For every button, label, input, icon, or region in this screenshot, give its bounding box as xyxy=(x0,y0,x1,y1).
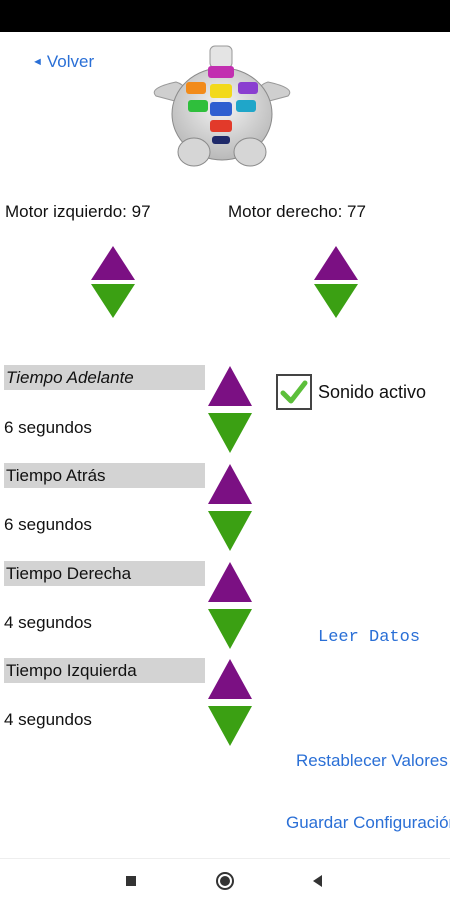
back-button[interactable]: ◄ Volver xyxy=(32,52,94,72)
triangle-down-icon xyxy=(208,609,252,649)
read-data-button[interactable]: Leer Datos xyxy=(318,628,421,647)
time-left-value: 4 segundos xyxy=(4,710,92,729)
time-right-down-button[interactable] xyxy=(208,609,252,649)
navigation-bar xyxy=(0,858,450,901)
triangle-down-icon xyxy=(314,284,358,318)
time-right-up-button[interactable] xyxy=(208,562,252,602)
time-forward-value: 6 segundos xyxy=(4,418,92,437)
status-bar xyxy=(0,0,450,32)
triangle-up-icon xyxy=(314,246,358,280)
home-button[interactable] xyxy=(215,871,235,891)
time-forward-down-button[interactable] xyxy=(208,413,252,453)
triangle-up-icon xyxy=(208,562,252,602)
triangle-up-icon xyxy=(91,246,135,280)
right-motor-label: Motor derecho: 77 xyxy=(228,202,366,221)
back-arrow-icon: ◄ xyxy=(32,55,43,68)
back-label: Volver xyxy=(46,52,95,71)
time-forward-up-button[interactable] xyxy=(208,366,252,406)
triangle-down-icon xyxy=(208,511,252,551)
time-left-down-button[interactable] xyxy=(208,706,252,746)
left-motor-label: Motor izquierdo: 97 xyxy=(5,202,151,221)
sound-label: Sonido activo xyxy=(318,381,427,402)
time-left-up-button[interactable] xyxy=(208,659,252,699)
time-backward-header: Tiempo Atrás xyxy=(4,463,205,488)
right-motor-down-button[interactable] xyxy=(314,284,358,318)
triangle-up-icon xyxy=(208,366,252,406)
triangle-up-icon xyxy=(208,659,252,699)
time-right-value: 4 segundos xyxy=(4,613,92,632)
back-triangle-icon xyxy=(313,875,322,887)
nav-back-button[interactable] xyxy=(308,871,328,891)
circle-icon xyxy=(216,872,234,890)
time-forward-header: Tiempo Adelante xyxy=(4,365,205,390)
time-backward-value: 6 segundos xyxy=(4,515,92,534)
time-backward-up-button[interactable] xyxy=(208,464,252,504)
sound-toggle[interactable]: Sonido activo xyxy=(276,374,426,410)
right-motor-up-button[interactable] xyxy=(314,246,358,280)
left-motor-up-button[interactable] xyxy=(91,246,135,280)
left-motor-down-button[interactable] xyxy=(91,284,135,318)
turtle-robot-image xyxy=(153,45,291,167)
sound-checkbox[interactable] xyxy=(276,374,312,410)
triangle-down-icon xyxy=(208,706,252,746)
reset-values-button[interactable]: Restablecer Valores xyxy=(296,751,448,770)
save-config-button[interactable]: Guardar Configuración xyxy=(286,813,450,832)
recents-button[interactable] xyxy=(121,871,141,891)
time-left-header: Tiempo Izquierda xyxy=(4,658,205,683)
checkmark-icon xyxy=(280,380,308,404)
triangle-down-icon xyxy=(91,284,135,318)
time-right-header: Tiempo Derecha xyxy=(4,561,205,586)
triangle-up-icon xyxy=(208,464,252,504)
square-icon xyxy=(126,876,136,886)
time-backward-down-button[interactable] xyxy=(208,511,252,551)
triangle-down-icon xyxy=(208,413,252,453)
